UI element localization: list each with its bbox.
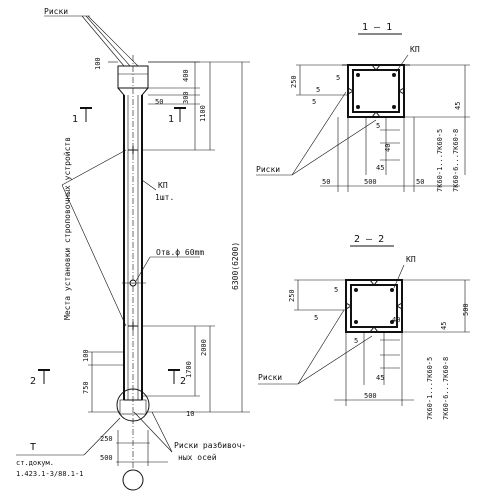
dim-100-bottom: 100 bbox=[82, 349, 90, 362]
section-1-1: 1 – 1 КП 250 5 5 5 7К60-1...7К60-5 7К60-… bbox=[256, 22, 470, 192]
dim-100-top: 100 bbox=[94, 57, 102, 70]
section-1-dim-500: 500 bbox=[364, 178, 377, 186]
dim-250-bottom: 250 bbox=[100, 435, 113, 443]
section-2-dim-5b: 5 bbox=[314, 314, 318, 322]
section-1-dim-50-right: 50 bbox=[416, 178, 424, 186]
dim-750: 750 bbox=[82, 381, 90, 394]
dim-1700: 1700 bbox=[185, 361, 193, 378]
section-1-dim-5b: 5 bbox=[316, 86, 320, 94]
axis-marks-line-2: ных осей bbox=[178, 453, 217, 462]
section-2-2: 2 – 2 КП 250 5 5 500 45 7К60-1...7К60-5 … bbox=[258, 234, 470, 420]
section-2-dim-250: 250 bbox=[288, 289, 296, 302]
top-riski-label: Риски bbox=[44, 7, 68, 16]
section-2-series-b: 7К60-6...7К60-8 bbox=[442, 357, 450, 420]
section-1-dim-5d: 5 bbox=[376, 122, 380, 130]
doc-line-2: 1.423.1-3/88.1-1 bbox=[16, 470, 83, 478]
dim-400: 400 bbox=[182, 69, 190, 82]
section-2-dim-45: 45 bbox=[376, 374, 384, 382]
dim-500-bottom: 500 bbox=[100, 454, 113, 462]
dim-2000: 2000 bbox=[200, 339, 208, 356]
section-1-dim-45: 45 bbox=[376, 164, 384, 172]
section-1-series-b: 7К60-6...7К60-8 bbox=[452, 129, 460, 192]
section-2-series-a: 7К60-1...7К60-5 bbox=[426, 357, 434, 420]
kp-label: КП bbox=[158, 181, 168, 190]
kp-qty: 1шт. bbox=[155, 193, 174, 202]
section-2-title: 2 – 2 bbox=[354, 234, 384, 245]
section-2-marker-right: 2 bbox=[180, 376, 186, 387]
total-height: 6300(6200) bbox=[231, 242, 240, 290]
section-1-title: 1 – 1 bbox=[362, 22, 392, 33]
section-1-dim-50-left: 50 bbox=[322, 178, 330, 186]
section-2-dim-500-vertical: 500 bbox=[462, 303, 470, 316]
section-2-kp: КП bbox=[406, 255, 416, 264]
hole-label: Отв.ф 60mm bbox=[156, 248, 204, 257]
section-1-marker-left: 1 bbox=[72, 114, 78, 125]
section-2-dim-500: 500 bbox=[364, 392, 377, 400]
dim-50: 50 bbox=[155, 98, 163, 106]
section-2-dim-5c: 5 bbox=[354, 337, 358, 345]
dim-10: 10 bbox=[186, 410, 194, 418]
section-1-dim-5c: 5 bbox=[312, 98, 316, 106]
section-1-dim-45-right: 45 bbox=[454, 102, 462, 110]
section-1-marker-right: 1 bbox=[168, 114, 174, 125]
section-2-riski: Риски bbox=[258, 373, 282, 382]
dim-300: 300 bbox=[182, 91, 190, 104]
section-1-riski: Риски bbox=[256, 165, 280, 174]
column-elevation: Риски 100 400 50 300 bbox=[16, 7, 250, 491]
doc-line-1: ст.докум. bbox=[16, 459, 54, 467]
section-2-dim-40: 40 bbox=[392, 316, 400, 324]
section-1-dim-40: 40 bbox=[384, 144, 392, 152]
section-2-marker-left: 2 bbox=[30, 376, 36, 387]
node-label: Т bbox=[30, 442, 36, 453]
section-2-dim-45-right: 45 bbox=[440, 322, 448, 330]
section-1-series-a: 7К60-1...7К60-5 bbox=[436, 129, 444, 192]
install-places-label: Места установки строповочных устройств bbox=[63, 137, 72, 320]
section-1-dim-250: 250 bbox=[290, 75, 298, 88]
section-1-kp: КП bbox=[410, 45, 420, 54]
axis-marks-line-1: Риски разбивоч- bbox=[174, 440, 246, 450]
dim-1100: 1100 bbox=[199, 105, 207, 122]
section-1-dim-5a: 5 bbox=[336, 74, 340, 82]
section-2-dim-5a: 5 bbox=[334, 286, 338, 294]
